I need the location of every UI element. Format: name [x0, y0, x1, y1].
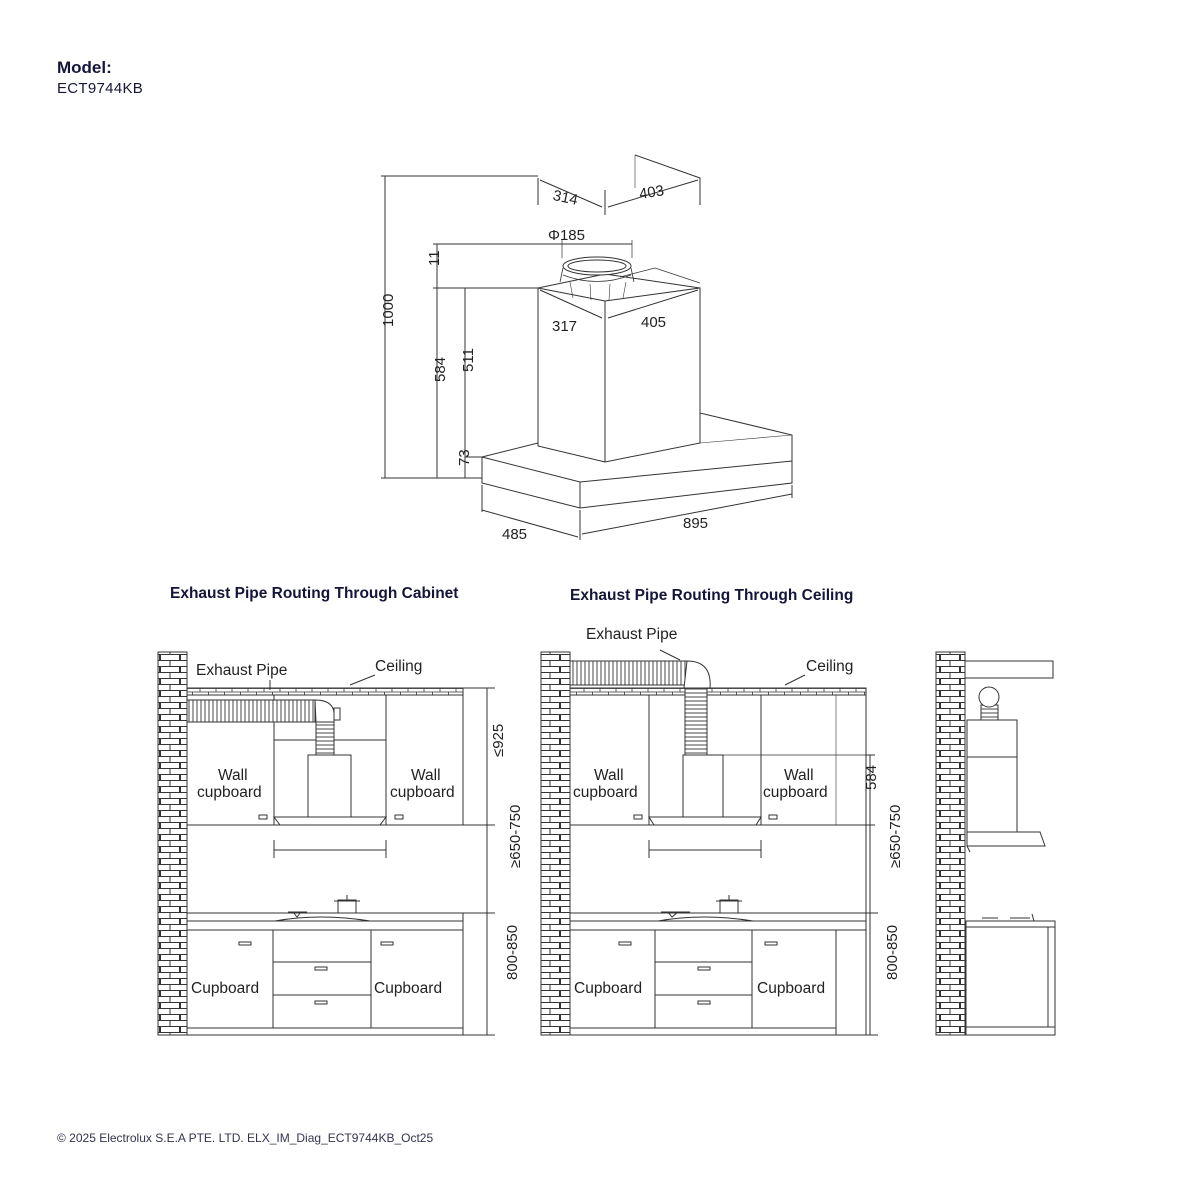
- cabinet-dim-middle: ≥650-750: [507, 805, 524, 868]
- dim-chimney-height: 584: [432, 357, 449, 382]
- ceiling-wall-cupboard-right-line2: cupboard: [763, 784, 828, 801]
- cabinet-dim-upper: ≤925: [490, 724, 507, 757]
- ceiling-wall-cupboard-left-line2: cupboard: [573, 784, 638, 801]
- dim-total-height: 1000: [380, 294, 397, 327]
- cabinet-wall-cupboard-right-line1: Wall: [411, 767, 441, 784]
- dim-chimney-body-height: 511: [460, 348, 477, 372]
- ceiling-dim-upper: 584: [863, 765, 880, 790]
- ceiling-cupboard-right: Cupboard: [757, 980, 825, 997]
- model-label: Model:: [57, 58, 112, 77]
- footer-copyright: © 2025 Electrolux S.E.A PTE. LTD. ELX_IM…: [57, 1131, 434, 1145]
- dim-chimney-lower-right: 405: [641, 314, 666, 331]
- cabinet-wall-cupboard-left-line2: cupboard: [197, 784, 262, 801]
- dim-chimney-lower-left: 317: [552, 318, 577, 335]
- ceiling-wall-cupboard-left-line1: Wall: [594, 767, 624, 784]
- cabinet-exhaust-pipe-label: Exhaust Pipe: [196, 662, 287, 679]
- cabinet-dim-lower: 800-850: [504, 925, 521, 980]
- cabinet-diagram-title: Exhaust Pipe Routing Through Cabinet: [170, 585, 458, 602]
- ceiling-diagram: [540, 649, 878, 1036]
- dim-outlet-diameter: Φ185: [548, 227, 585, 244]
- product-drawing: [381, 154, 793, 540]
- dim-outlet-height: 11: [426, 250, 443, 266]
- model-number: ECT9744KB: [57, 80, 144, 97]
- cabinet-ceiling-label: Ceiling: [375, 658, 422, 675]
- dim-depth: 485: [502, 526, 527, 543]
- dim-width: 895: [683, 515, 708, 532]
- ceiling-cupboard-left: Cupboard: [574, 980, 642, 997]
- dim-chimney-upper-right: 403: [638, 182, 665, 203]
- ceiling-dim-middle: ≥650-750: [887, 805, 904, 868]
- cabinet-diagram: [157, 651, 495, 1036]
- cabinet-wall-cupboard-right-line2: cupboard: [390, 784, 455, 801]
- cabinet-cupboard-right: Cupboard: [374, 980, 442, 997]
- ceiling-diagram-title: Exhaust Pipe Routing Through Ceiling: [570, 587, 853, 604]
- dim-canopy-height: 73: [456, 449, 473, 466]
- ceiling-dim-lower: 800-850: [884, 925, 901, 980]
- side-view-diagram: [935, 651, 1056, 1036]
- cabinet-cupboard-left: Cupboard: [191, 980, 259, 997]
- ceiling-ceiling-label: Ceiling: [806, 658, 853, 675]
- cabinet-wall-cupboard-left-line1: Wall: [218, 767, 248, 784]
- ceiling-exhaust-pipe-label: Exhaust Pipe: [586, 626, 677, 643]
- dim-chimney-upper-left: 314: [551, 187, 579, 209]
- ceiling-wall-cupboard-right-line1: Wall: [784, 767, 814, 784]
